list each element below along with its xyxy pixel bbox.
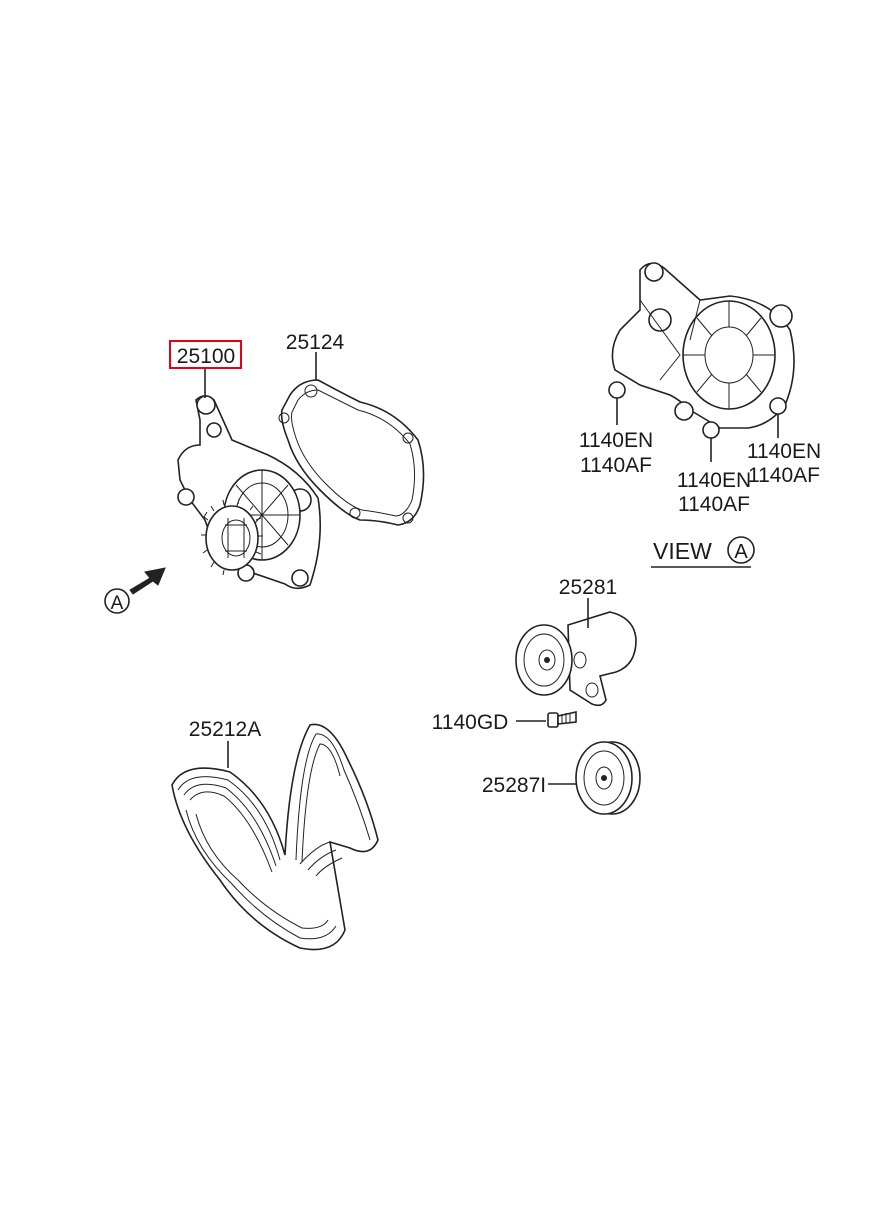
gasket-part[interactable] xyxy=(278,379,425,526)
label-25212a[interactable]: 25212A xyxy=(189,718,261,741)
tensioner-part[interactable] xyxy=(515,611,637,707)
view-arrow xyxy=(104,567,166,614)
label-25281[interactable]: 25281 xyxy=(559,576,617,599)
pump-rear-view[interactable] xyxy=(608,262,795,439)
label-1140en-left[interactable]: 1140EN xyxy=(579,429,653,452)
label-1140en-right[interactable]: 1140EN xyxy=(747,440,821,463)
label-25100[interactable]: 25100 xyxy=(177,345,235,368)
label-1140af-center[interactable]: 1140AF xyxy=(678,493,750,516)
label-1140af-left[interactable]: 1140AF xyxy=(580,454,652,477)
label-1140gd[interactable]: 1140GD xyxy=(432,711,509,734)
idler-pulley-part[interactable] xyxy=(575,741,641,815)
highlight-box xyxy=(169,340,242,369)
view-title: VIEW xyxy=(653,538,712,564)
label-1140af-right[interactable]: 1140AF xyxy=(748,464,820,487)
water-pump-part[interactable] xyxy=(177,395,322,590)
view-ref-label: A xyxy=(734,541,748,563)
view-ref-circle xyxy=(727,536,755,564)
leader-lines xyxy=(204,352,779,785)
label-25124[interactable]: 25124 xyxy=(286,331,345,354)
bolt-part[interactable] xyxy=(547,711,577,728)
arrow-ref-label: A xyxy=(111,593,124,614)
label-25287i[interactable]: 25287I xyxy=(482,774,546,797)
label-1140en-center[interactable]: 1140EN xyxy=(677,469,751,492)
drive-belt-part[interactable] xyxy=(171,723,379,951)
